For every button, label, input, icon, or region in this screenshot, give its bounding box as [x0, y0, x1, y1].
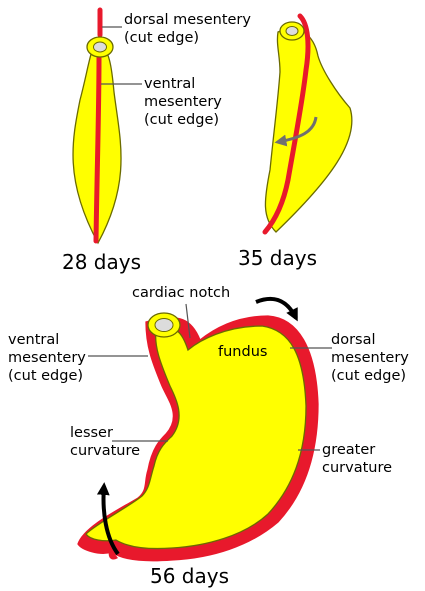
mesentery-28-line — [93, 7, 103, 244]
label-greater-curvature: greater curvature — [322, 442, 393, 476]
label-fundus: fundus — [218, 344, 268, 360]
stomach-56-body — [85, 325, 307, 550]
label-ventral-mesentery-28: ventral mesentery (cut edge) — [144, 76, 222, 128]
leader-lines — [88, 26, 332, 451]
label-ventral-mesentery-56: ventral mesentery (cut edge) — [8, 332, 86, 384]
caption-28-days: 28 days — [62, 250, 142, 274]
stomach-56-days — [77, 296, 319, 562]
stomach-35-days — [262, 13, 353, 235]
stomach-56-tip — [108, 548, 118, 560]
caption-56-days: 56 days — [150, 564, 230, 588]
curved-black-arrow-icon — [96, 482, 120, 556]
curved-black-arrow-icon — [255, 296, 298, 322]
stomach-28-days — [72, 7, 122, 245]
leader-56-cardiac — [185, 303, 191, 339]
lumen-56 — [154, 318, 174, 332]
lumen-35 — [285, 26, 299, 36]
label-cardiac-notch: cardiac notch — [132, 285, 231, 301]
caption-35-days: 35 days — [238, 246, 318, 270]
lumen-28 — [93, 41, 107, 53]
label-dorsal-mesentery-28: dorsal mesentery (cut edge) — [124, 12, 251, 46]
label-lesser-curvature: lesser curvature — [70, 425, 141, 459]
curved-gray-arrow-icon — [274, 116, 318, 147]
mesentery-35-line — [262, 13, 311, 235]
label-dorsal-mesentery-56: dorsal mesentery (cut edge) — [331, 332, 409, 384]
